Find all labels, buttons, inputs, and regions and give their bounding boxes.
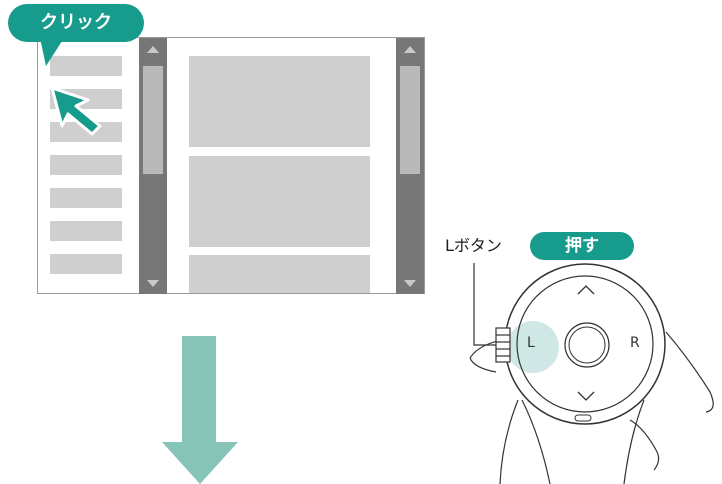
click-callout	[8, 4, 144, 42]
content-panel	[189, 156, 370, 247]
left-scrollbar-thumb[interactable]	[143, 66, 163, 174]
list-item[interactable]	[50, 254, 122, 274]
press-badge-label: 押す	[565, 236, 599, 256]
down-arrow-icon	[162, 336, 238, 484]
list-item[interactable]	[50, 122, 122, 142]
list-item[interactable]	[50, 221, 122, 241]
content-panel	[189, 255, 370, 293]
list-item[interactable]	[50, 155, 122, 175]
list-item[interactable]	[50, 188, 122, 208]
left-scroll-down-icon[interactable]	[147, 280, 159, 287]
click-callout-label: クリック	[40, 12, 112, 33]
right-scroll-up-icon[interactable]	[404, 46, 416, 53]
l-button-text: L	[527, 335, 535, 351]
right-scrollbar-thumb[interactable]	[400, 66, 420, 174]
chevron-up-icon	[577, 285, 595, 295]
press-badge	[530, 232, 634, 260]
controller-illustration	[469, 263, 714, 484]
l-button-label: Lボタン	[445, 236, 502, 255]
chevron-down-icon	[577, 391, 595, 401]
list-item[interactable]	[50, 56, 122, 76]
content-panel	[189, 56, 370, 147]
left-scroll-up-icon[interactable]	[147, 46, 159, 53]
callout-tail	[40, 38, 64, 66]
right-scroll-down-icon[interactable]	[404, 280, 416, 287]
cursor-arrow-icon	[50, 86, 102, 136]
r-button-text: R	[630, 335, 640, 351]
